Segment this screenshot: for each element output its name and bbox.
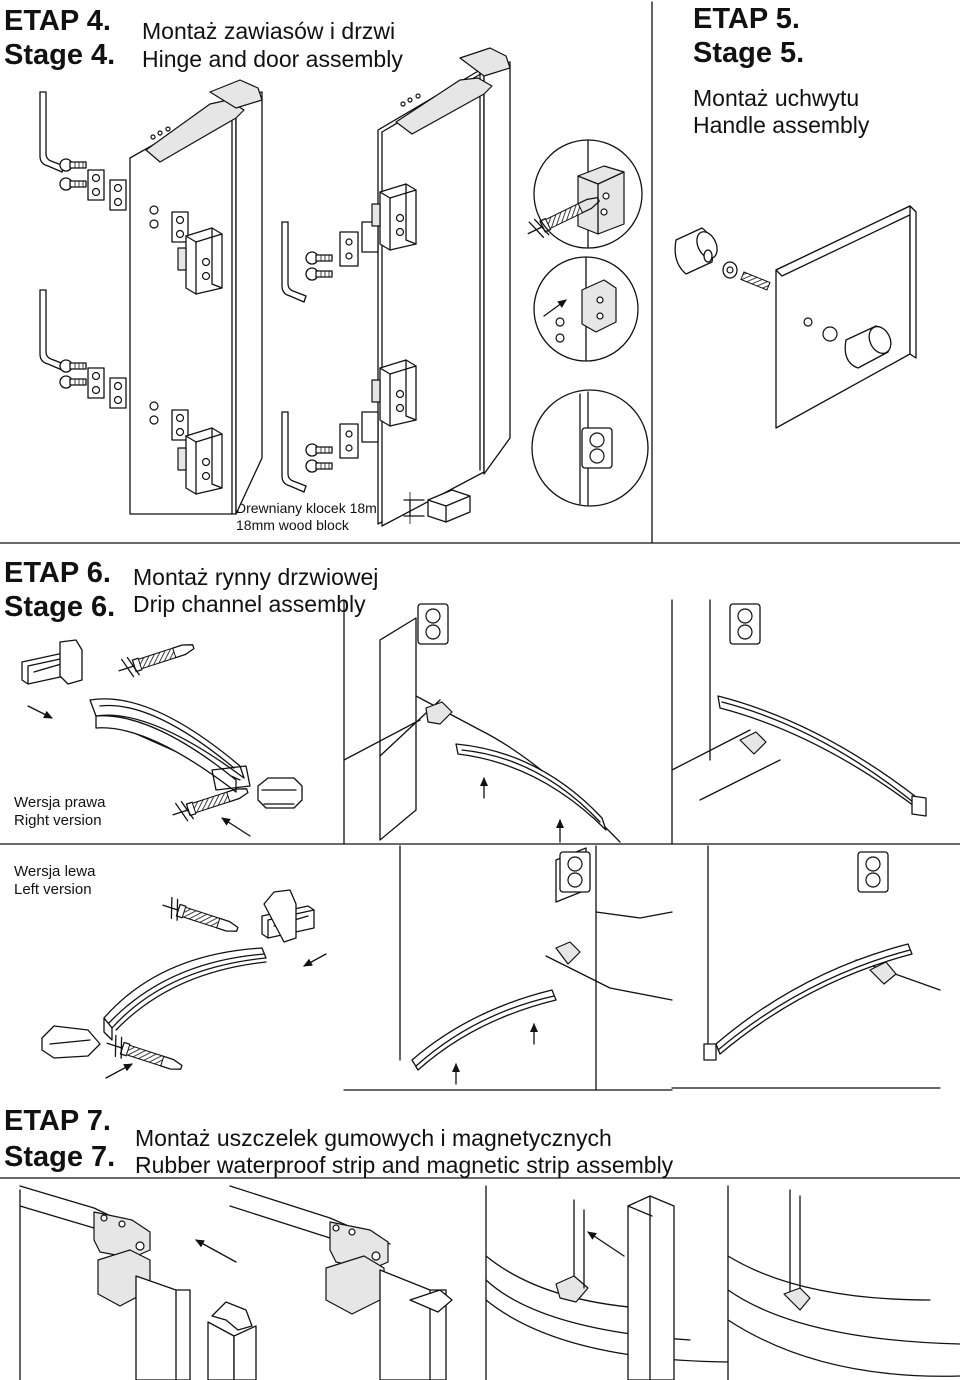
stage6-stage: Stage 6. [4, 591, 116, 623]
hinge-door-assembly-drawing [39, 47, 511, 527]
wood-block-note-en: 18mm wood block [236, 517, 349, 533]
stage5-title-en: Handle assembly [693, 112, 870, 138]
stage6-etap: ETAP 6. [4, 557, 111, 589]
stage4-title-en: Hinge and door assembly [142, 46, 403, 72]
stage4-etap: ETAP 4. [4, 5, 111, 37]
hinge-detail-circles [523, 139, 649, 507]
left-version-pl: Wersja lewa [14, 863, 96, 880]
drip-channel-left-version [41, 889, 327, 1079]
stage5-title-pl: Montaż uchwytu [693, 85, 860, 111]
stage6-title-pl: Montaż rynny drzwiowej [133, 564, 379, 590]
wood-block-note-pl: Drewniany klocek 18mm [236, 500, 389, 516]
rubber-magnetic-strip-drawings [19, 1185, 960, 1380]
drip-channel-right-version [21, 636, 303, 837]
handle-assembly-drawing [674, 205, 917, 429]
left-version-en: Left version [14, 881, 92, 898]
stage7-title-pl: Montaż uszczelek gumowych i magnetycznyc… [135, 1125, 612, 1151]
stage7-stage: Stage 7. [4, 1141, 116, 1173]
stage7-etap: ETAP 7. [4, 1105, 111, 1137]
stage4-stage: Stage 4. [4, 39, 116, 71]
right-version-en: Right version [14, 812, 102, 829]
stage5-stage: Stage 5. [693, 37, 805, 69]
right-version-pl: Wersja prawa [14, 794, 106, 811]
drip-channel-install-views [343, 599, 941, 1091]
stage7-title-en: Rubber waterproof strip and magnetic str… [135, 1152, 674, 1178]
stage5-etap: ETAP 5. [693, 3, 800, 35]
stage4-title-pl: Montaż zawiasów i drzwi [142, 18, 396, 44]
stage6-title-en: Drip channel assembly [133, 591, 366, 617]
section-dividers [0, 1, 960, 1179]
